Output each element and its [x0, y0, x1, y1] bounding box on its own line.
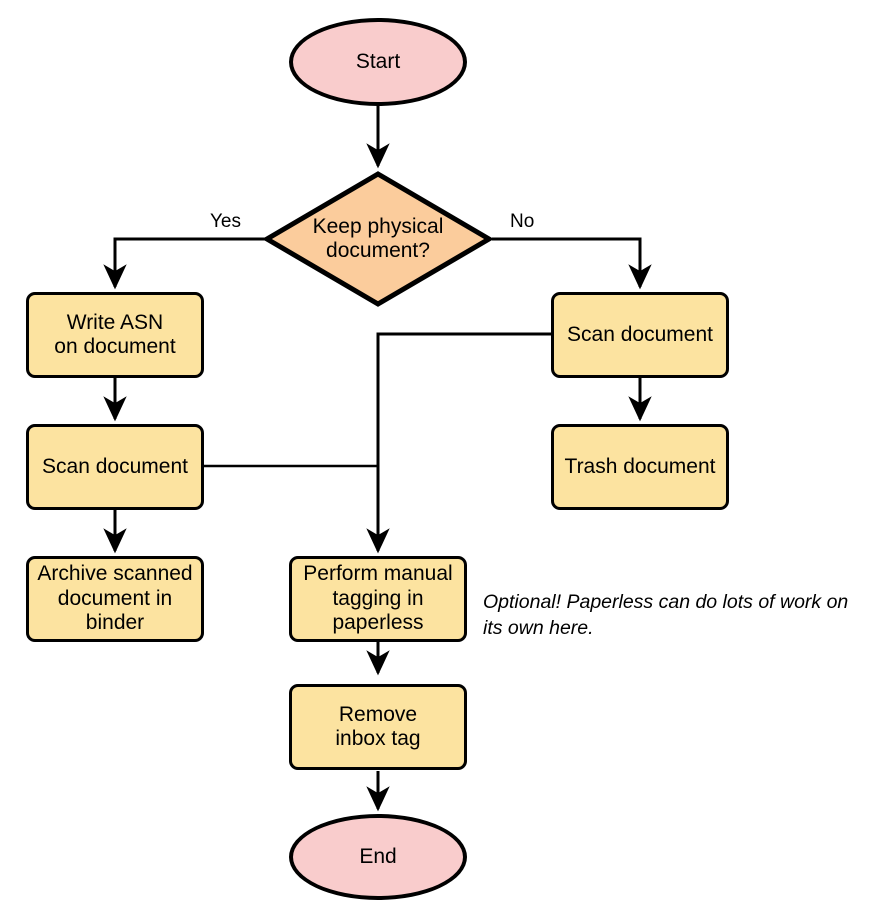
node-remove-inbox-tag[interactable]: Remove inbox tag: [289, 684, 467, 770]
optional-note: Optional! Paperless can do lots of work …: [483, 591, 849, 639]
node-decision-label: Keep physical document?: [312, 214, 444, 262]
edge-scan-right-to-tagging: [366, 332, 551, 554]
edge-label-no: No: [510, 211, 535, 232]
node-scan-document-right[interactable]: Scan document: [551, 292, 729, 378]
node-start[interactable]: Start: [289, 18, 467, 106]
edge-decision-to-write-asn: [103, 237, 265, 290]
node-end[interactable]: End: [289, 814, 467, 900]
node-write-asn-label: Write ASN on document: [54, 310, 176, 358]
node-archive-in-binder-label: Archive scanned document in binder: [37, 562, 193, 635]
node-remove-inbox-tag-label: Remove inbox tag: [335, 702, 421, 750]
decision-diamond-shape: [264, 171, 492, 307]
node-write-asn[interactable]: Write ASN on document: [26, 292, 204, 378]
node-trash-document-label: Trash document: [564, 454, 716, 478]
node-trash-document[interactable]: Trash document: [551, 424, 729, 510]
edge-label-yes: Yes: [210, 211, 241, 232]
node-start-label: Start: [355, 49, 401, 73]
node-archive-in-binder[interactable]: Archive scanned document in binder: [26, 556, 204, 642]
node-scan-document-left[interactable]: Scan document: [26, 424, 204, 510]
node-decision[interactable]: Keep physical document?: [264, 171, 492, 307]
node-end-label: End: [359, 844, 397, 868]
node-manual-tagging-label: Perform manual tagging in paperless: [303, 562, 453, 635]
node-scan-document-left-label: Scan document: [42, 454, 188, 478]
node-manual-tagging[interactable]: Perform manual tagging in paperless: [289, 556, 467, 642]
edge-decision-to-scan-right: [492, 237, 652, 290]
node-scan-document-right-label: Scan document: [567, 322, 713, 346]
